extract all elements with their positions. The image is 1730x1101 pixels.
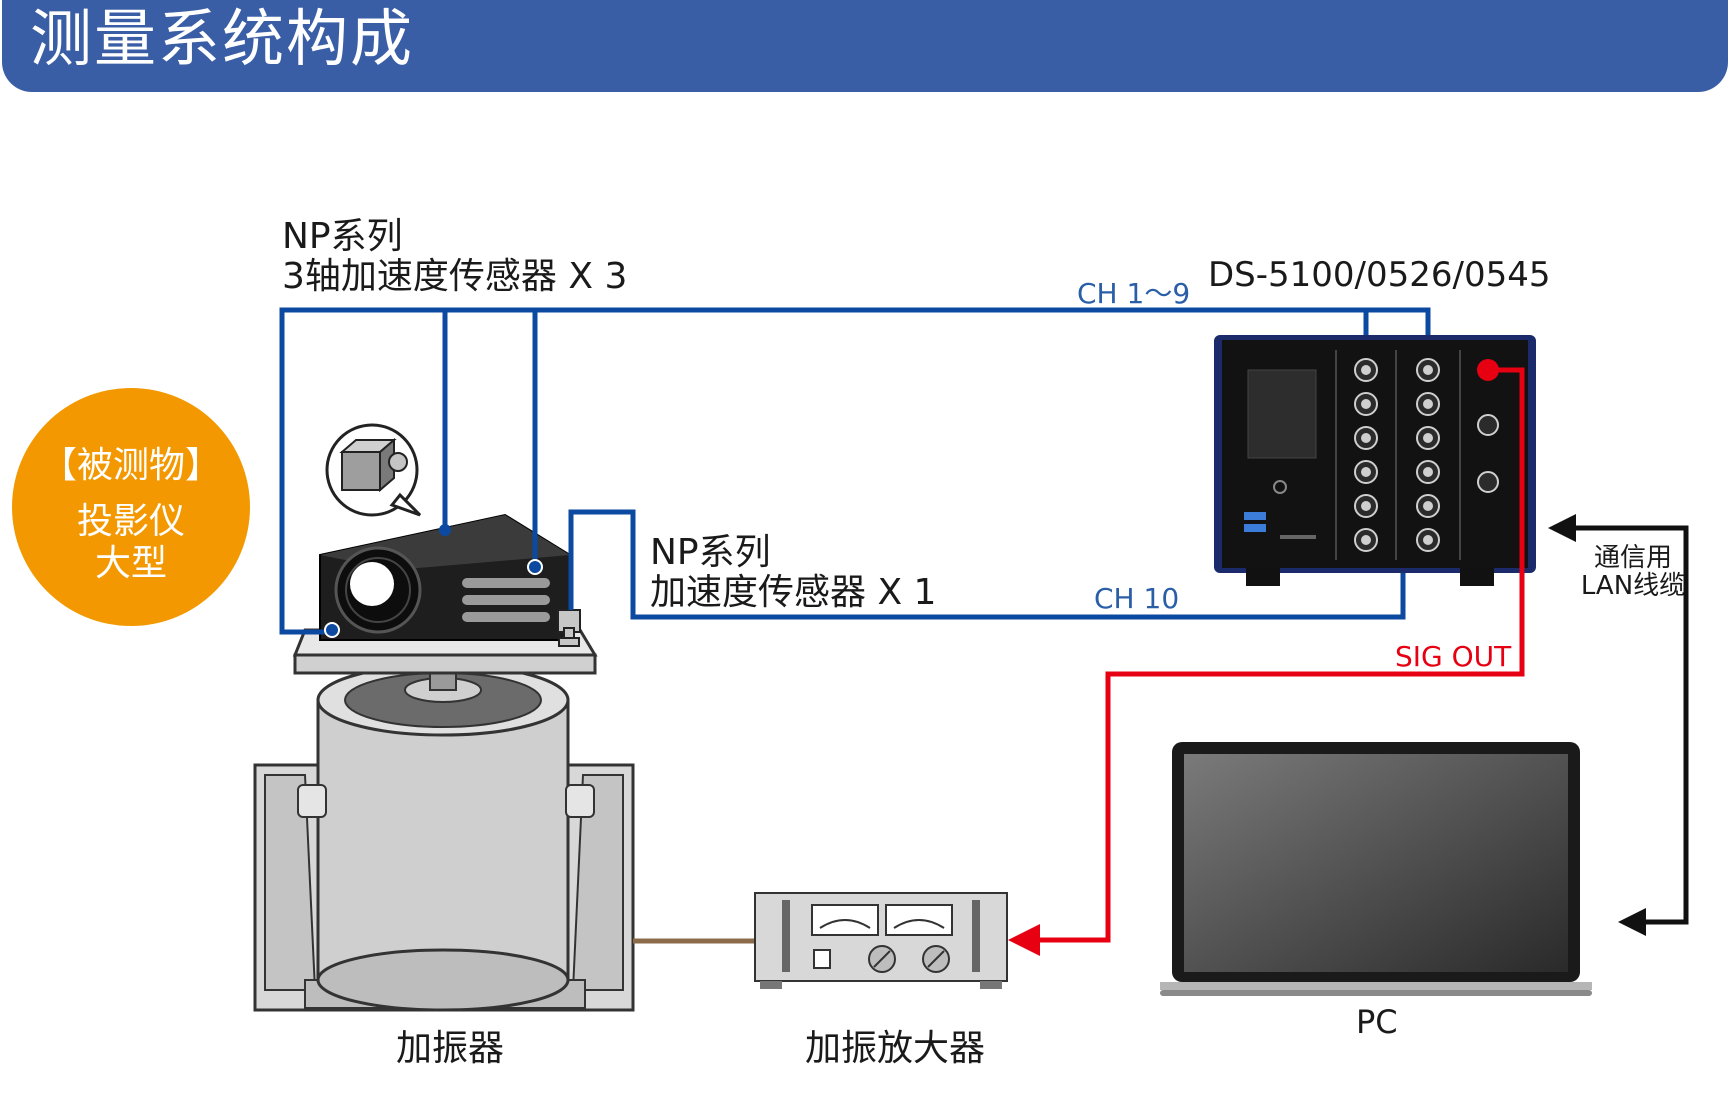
- bnc-connector-pin: [1423, 365, 1433, 375]
- lan-label-line2: LAN线缆: [1580, 571, 1686, 601]
- subject-label: 【被测物】: [40, 445, 221, 486]
- amplifier-illustration: [633, 892, 1008, 989]
- cable-junction-dot: [439, 524, 451, 536]
- projector-illustration: [319, 423, 571, 641]
- pc-label: PC: [1356, 1003, 1398, 1041]
- channel-label-1-9: CH 1～9: [1077, 277, 1191, 310]
- single-sensor-icon: [557, 609, 581, 647]
- bnc-connector-pin: [1361, 365, 1371, 375]
- shaker-illustration: [253, 628, 635, 1012]
- amplifier-label: 加振放大器: [805, 1028, 986, 1069]
- lan-cable: [1548, 514, 1689, 936]
- output-connector: [1477, 471, 1499, 493]
- arrow-head-top: [1548, 514, 1576, 542]
- output-connector: [1477, 414, 1499, 436]
- bnc-connector-pin: [1423, 467, 1433, 477]
- sig-out-label: SIG OUT: [1395, 640, 1512, 673]
- single-sensor-desc: 加速度传感器 X 1: [650, 572, 937, 613]
- data-station-device: [1214, 335, 1536, 586]
- page-title: 测量系统构成: [30, 2, 415, 75]
- triax-sensor-series: NP系列: [282, 216, 403, 257]
- subject-size: 大型: [94, 543, 167, 584]
- red-arrow-head: [1008, 924, 1040, 956]
- subject-name: 投影仪: [76, 501, 185, 542]
- subject-badge: 【被测物】 投影仪 大型: [12, 388, 250, 626]
- bnc-connector-pin: [1423, 501, 1433, 511]
- bnc-connector-pin: [1423, 399, 1433, 409]
- cable-junction-dot: [324, 622, 340, 638]
- channel-label-10: CH 10: [1094, 582, 1180, 615]
- bnc-connector-pin: [1361, 399, 1371, 409]
- single-sensor-series: NP系列: [650, 532, 771, 573]
- device-model-label: DS-5100/0526/0545: [1208, 255, 1551, 295]
- red-cable: [1008, 359, 1525, 956]
- arrow-head-bottom: [1618, 908, 1646, 936]
- bnc-connector-pin: [1361, 535, 1371, 545]
- bnc-connector-pin: [1361, 501, 1371, 511]
- header-bar: [2, 0, 1728, 92]
- cable-junction-dot: [527, 559, 543, 575]
- bnc-connectors: [1354, 358, 1499, 552]
- laptop-illustration: [1160, 742, 1592, 996]
- lan-label-line1: 通信用: [1593, 543, 1672, 573]
- bnc-connector-pin: [1361, 467, 1371, 477]
- triax-sensor-desc: 3轴加速度传感器 X 3: [282, 256, 628, 297]
- bnc-connector-pin: [1423, 535, 1433, 545]
- bnc-connector-pin: [1361, 433, 1371, 443]
- bnc-connector-pin: [1423, 433, 1433, 443]
- shaker-label: 加振器: [396, 1028, 505, 1069]
